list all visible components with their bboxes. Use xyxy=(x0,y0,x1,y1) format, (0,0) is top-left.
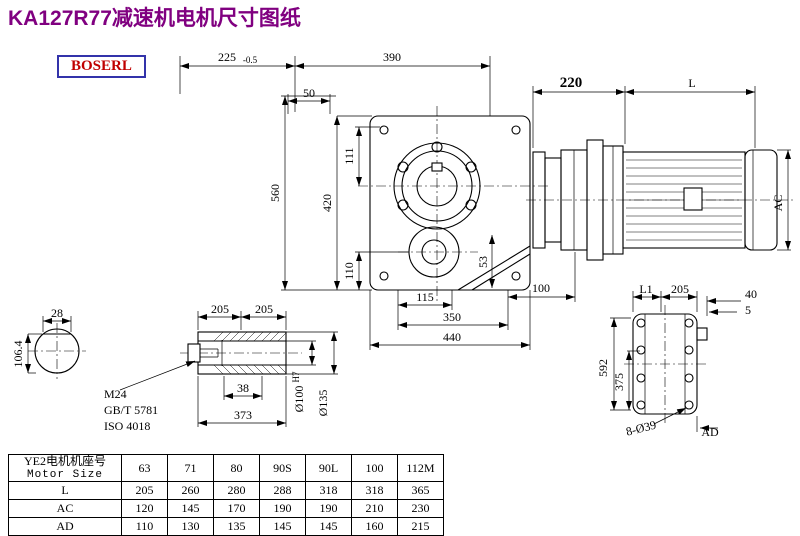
dim-38-label: 38 xyxy=(237,381,249,395)
table-header-en: Motor Size xyxy=(26,468,103,481)
shaft-detail-view: 205 205 M24 GB/T 5781 ISO 4018 38 373 Ø1… xyxy=(104,302,338,433)
dim-220-label: 220 xyxy=(560,75,583,91)
dim-225-label: 225 xyxy=(218,50,236,64)
motor-side-view: AC xyxy=(526,139,796,261)
table-cell: 210 xyxy=(351,499,398,518)
fan-cover xyxy=(744,149,778,251)
table-cell: 215 xyxy=(397,517,444,536)
dim-205c-label: 205 xyxy=(671,282,689,296)
table-cell: 110 xyxy=(121,517,168,536)
table-cell: 190 xyxy=(259,499,306,518)
dim-225-tolerance-label: -0.5 xyxy=(243,55,258,65)
dim-390-label: 390 xyxy=(383,50,401,64)
table-row: L 205 260 280 288 318 318 365 xyxy=(8,481,444,500)
bearing-boss-outer xyxy=(393,142,481,230)
table-row: AC 120 145 170 190 190 210 230 xyxy=(8,499,444,518)
motor-size-table: YE2电机机座号 Motor Size 63 71 80 90S 90L 100… xyxy=(8,454,444,536)
dim-phi135-label: Ø135 xyxy=(316,390,330,417)
table-row-label: AD xyxy=(8,517,122,536)
shaft-circle xyxy=(34,328,80,374)
table-cell: 205 xyxy=(121,481,168,500)
page-title: KA127R77减速机电机尺寸图纸 xyxy=(8,7,301,30)
flange-tab xyxy=(696,327,708,341)
keyway xyxy=(431,162,443,172)
brand-logo: BOSERL xyxy=(57,55,146,78)
table-header-cn: YE2电机机座号 xyxy=(24,454,106,469)
table-cell: 112M xyxy=(397,454,444,482)
table-cell: 145 xyxy=(259,517,306,536)
dim-AD-label: AD xyxy=(701,425,719,439)
thread-spec-label: M24 xyxy=(104,387,127,401)
dim-bolt-pattern-label: 8-Ø39 xyxy=(624,418,657,439)
table-row: AD 110 130 135 145 145 160 215 xyxy=(8,517,444,536)
table-cell: 71 xyxy=(167,454,214,482)
table-cell: 130 xyxy=(167,517,214,536)
dim-phi100-label: Ø100 xyxy=(292,386,306,413)
table-cell: 90L xyxy=(305,454,352,482)
dim-350-label: 350 xyxy=(443,310,461,324)
dim-106-label: 106.4 xyxy=(11,341,25,368)
standard-gbt-label: GB/T 5781 xyxy=(104,403,158,417)
shaft-section-view: 28 106.4 xyxy=(11,306,86,379)
dim-205b-label: 205 xyxy=(255,302,273,316)
dim-L-label: L xyxy=(688,76,695,90)
dim-5-label: 5 xyxy=(745,303,751,317)
table-row: YE2电机机座号 Motor Size 63 71 80 90S 90L 100… xyxy=(8,454,444,482)
table-cell: 260 xyxy=(167,481,214,500)
dim-40-label: 40 xyxy=(745,287,757,301)
table-row-label: AC xyxy=(8,499,122,518)
retaining-bolt xyxy=(187,343,201,363)
motor-nameplate xyxy=(683,187,703,211)
table-cell: 145 xyxy=(305,517,352,536)
dim-440-label: 440 xyxy=(443,330,461,344)
bottom-dimensions: 115 100 350 440 xyxy=(369,252,576,350)
table-cell: 80 xyxy=(213,454,260,482)
dim-L1-label: L1 xyxy=(639,282,652,296)
left-dimensions: 560 420 111 110 xyxy=(268,95,409,291)
dim-560-label: 560 xyxy=(268,184,282,202)
table-cell: 190 xyxy=(305,499,352,518)
table-cell: 135 xyxy=(213,517,260,536)
table-cell: 160 xyxy=(351,517,398,536)
lower-boss xyxy=(408,226,460,278)
dim-375-label: 375 xyxy=(612,373,626,391)
dim-111-label: 111 xyxy=(342,147,356,164)
dim-phi100-fit-label: H7 xyxy=(291,371,301,382)
dim-373-label: 373 xyxy=(234,408,252,422)
output-flange-view: L1 205 40 5 592 375 8-Ø39 AD xyxy=(596,282,757,439)
top-dimensions: 225 -0.5 390 50 220 L xyxy=(179,50,756,148)
dim-115-label: 115 xyxy=(416,290,434,304)
gearbox-front-view: 53 xyxy=(358,106,548,302)
table-cell: 365 xyxy=(397,481,444,500)
dim-592-label: 592 xyxy=(596,359,610,377)
dim-205a-label: 205 xyxy=(211,302,229,316)
table-cell: 318 xyxy=(305,481,352,500)
housing-outline xyxy=(369,115,531,291)
standard-iso-label: ISO 4018 xyxy=(104,419,150,433)
flange-outline xyxy=(632,313,698,415)
dim-53-label: 53 xyxy=(476,256,490,268)
dim-420-label: 420 xyxy=(320,194,334,212)
table-cell: 120 xyxy=(121,499,168,518)
technical-drawing: 225 -0.5 390 50 220 L 560 420 111 110 xyxy=(11,50,796,439)
dim-110-label: 110 xyxy=(342,262,356,280)
dim-28-label: 28 xyxy=(51,306,63,320)
dim-50-label: 50 xyxy=(303,86,315,100)
dim-AC-label: AC xyxy=(771,195,785,212)
table-header-cell: YE2电机机座号 Motor Size xyxy=(8,454,122,482)
dim-100-label: 100 xyxy=(532,281,550,295)
table-cell: 63 xyxy=(121,454,168,482)
table-cell: 230 xyxy=(397,499,444,518)
table-cell: 90S xyxy=(259,454,306,482)
table-cell: 288 xyxy=(259,481,306,500)
table-cell: 280 xyxy=(213,481,260,500)
table-row-label: L xyxy=(8,481,122,500)
table-cell: 170 xyxy=(213,499,260,518)
table-cell: 145 xyxy=(167,499,214,518)
table-cell: 318 xyxy=(351,481,398,500)
table-cell: 100 xyxy=(351,454,398,482)
